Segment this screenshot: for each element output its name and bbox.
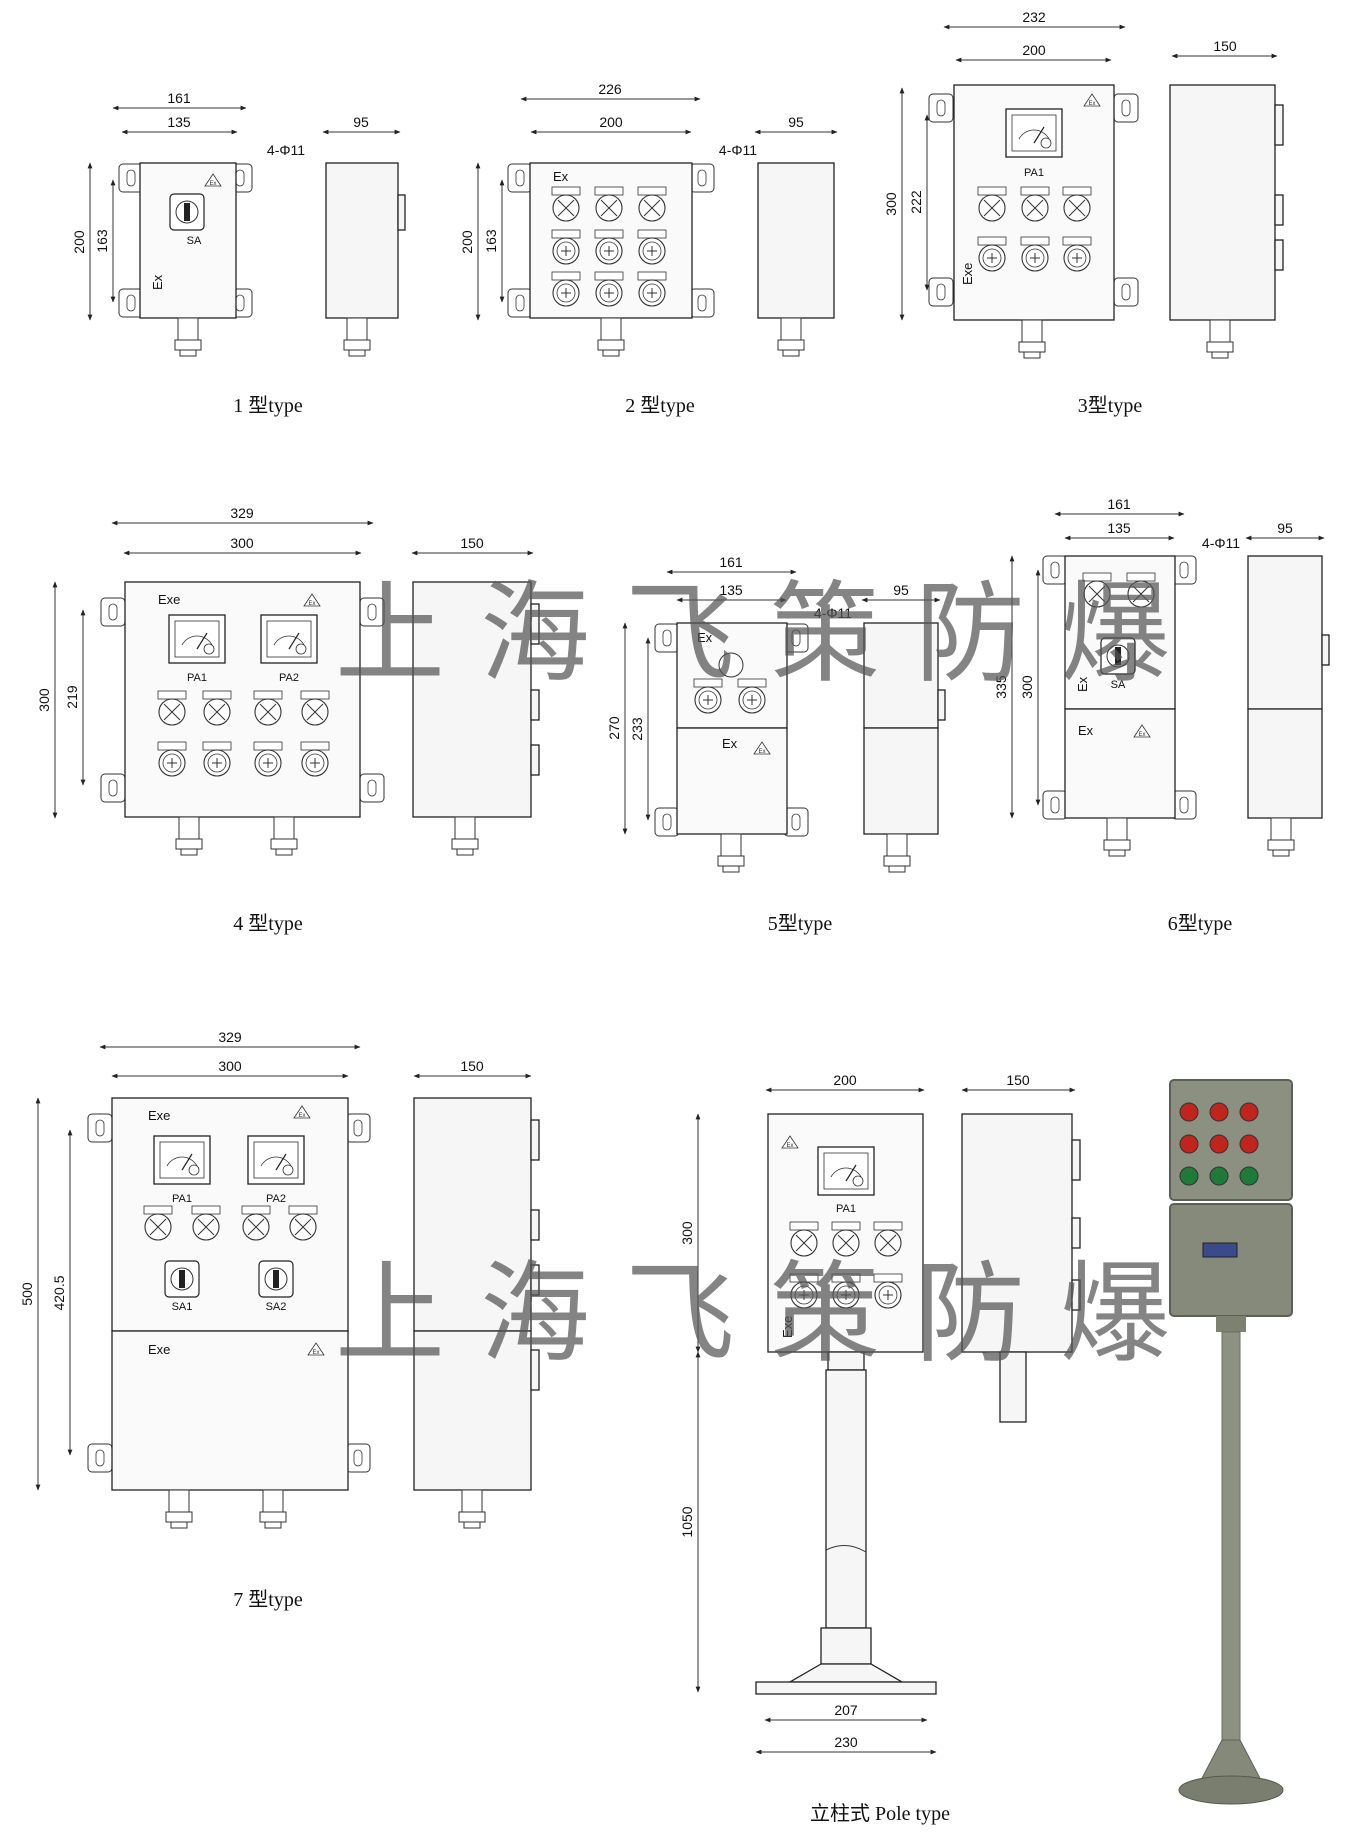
pole-label-exe: Exe xyxy=(780,1316,795,1338)
type-3-width-outer: 232 xyxy=(1022,9,1046,25)
pole-height: 1050 xyxy=(679,1506,695,1537)
type-7-height-inner: 420.5 xyxy=(51,1275,67,1310)
type-7-width-inner: 300 xyxy=(218,1058,242,1074)
type-1-width-outer: 161 xyxy=(167,90,191,106)
type-7-caption: 7 型type xyxy=(233,1588,303,1611)
product-photo xyxy=(1169,1079,1293,1805)
type-4-width-outer: 329 xyxy=(230,505,254,521)
type-2-width-outer: 226 xyxy=(598,81,622,97)
pole-label-pa1: PA1 xyxy=(836,1203,856,1215)
type-7-label-exe-top: Exe xyxy=(148,1108,170,1123)
type-1-height-outer: 200 xyxy=(71,230,87,254)
type-5-width-outer: 161 xyxy=(719,554,743,570)
type-3-depth: 150 xyxy=(1213,38,1237,54)
type-1-height-inner: 163 xyxy=(94,229,110,253)
type-2-holes: 4-Φ11 xyxy=(719,142,757,158)
type-1-caption: 1 型type xyxy=(233,394,303,417)
pole-type-caption: 立柱式 Pole type xyxy=(810,1802,950,1825)
type-7-label-sa1: SA1 xyxy=(172,1301,193,1313)
type-3-caption: 3型type xyxy=(1078,394,1143,417)
type-6-depth: 95 xyxy=(1277,520,1293,536)
type-1-depth: 95 xyxy=(353,114,369,130)
type-5-label-ex-bottom: Ex xyxy=(722,736,738,751)
type-7-depth: 150 xyxy=(460,1058,484,1074)
type-6-label-sa: SA xyxy=(1111,679,1126,691)
pole-base-inner: 207 xyxy=(834,1702,858,1718)
type-7-drawing: 329 300 500 420.5 Exe PA1 PA2 SA1 SA2 Ex… xyxy=(19,1029,540,1611)
type-4-label-pa1: PA1 xyxy=(187,672,207,684)
type-7-height-outer: 500 xyxy=(19,1282,35,1306)
type-3-drawing: 232 200 300 222 PA1 Exe 150 3型type xyxy=(883,9,1284,417)
type-5-width-inner: 135 xyxy=(719,582,743,598)
type-6-height-inner: 300 xyxy=(1019,675,1035,699)
type-4-caption: 4 型type xyxy=(233,912,303,935)
type-2-label-ex: Ex xyxy=(553,169,569,184)
type-2-caption: 2 型type xyxy=(625,394,695,417)
type-3-label-exe: Exe xyxy=(960,263,975,285)
type-3-label-pa1: PA1 xyxy=(1024,167,1044,179)
type-3-width-inner: 200 xyxy=(1022,42,1046,58)
type-6-drawing: 161 135 335 300 4-Φ11 SA Ex Ex 95 6型type xyxy=(993,496,1330,935)
type-7-label-pa2: PA2 xyxy=(266,1193,286,1205)
type-4-drawing: 329 300 300 219 Exe PA1 PA2 150 4 型type xyxy=(36,505,540,935)
type-4-height-outer: 300 xyxy=(36,688,52,712)
type-5-height-inner: 233 xyxy=(629,717,645,741)
watermark-row-2: 上 海 飞 策 防 爆 xyxy=(335,1250,1170,1378)
type-2-depth: 95 xyxy=(788,114,804,130)
watermark-row-1: 上 海 飞 策 防 爆 xyxy=(335,570,1170,698)
type-5-holes: 4-Φ11 xyxy=(814,605,852,621)
type-3-height-inner: 222 xyxy=(908,190,924,214)
type-4-depth: 150 xyxy=(460,535,484,551)
type-7-label-exe-bottom: Exe xyxy=(148,1342,170,1357)
type-3-height-outer: 300 xyxy=(883,192,899,216)
type-4-label-pa2: PA2 xyxy=(279,672,299,684)
type-5-depth: 95 xyxy=(893,582,909,598)
type-2-width-inner: 200 xyxy=(599,114,623,130)
pole-type-drawing: 200 150 300 1050 PA1 Exe 207 230 立柱式 Pol… xyxy=(679,1072,1081,1825)
type-2-drawing: 226 200 200 163 4-Φ11 Ex 95 2 型type xyxy=(459,81,838,417)
pole-width: 200 xyxy=(833,1072,857,1088)
type-7-label-pa1: PA1 xyxy=(172,1193,192,1205)
type-6-width-inner: 135 xyxy=(1107,520,1131,536)
type-1-width-inner: 135 xyxy=(167,114,191,130)
type-4-label-exe: Exe xyxy=(158,592,180,607)
type-6-width-outer: 161 xyxy=(1107,496,1131,512)
pole-depth: 150 xyxy=(1006,1072,1030,1088)
type-2-height-inner: 163 xyxy=(483,229,499,253)
type-5-caption: 5型type xyxy=(768,912,833,935)
type-5-drawing: 161 135 270 233 4-Φ11 Ex Ex 95 5型type xyxy=(606,554,946,935)
type-5-label-ex-top: Ex xyxy=(697,630,713,645)
type-1-holes: 4-Φ11 xyxy=(267,142,305,158)
type-7-label-sa2: SA2 xyxy=(266,1301,287,1313)
pole-box-height: 300 xyxy=(679,1221,695,1245)
type-6-holes: 4-Φ11 xyxy=(1202,535,1240,551)
type-6-label-ex-top: Ex xyxy=(1075,676,1090,692)
type-6-caption: 6型type xyxy=(1168,912,1233,935)
type-4-height-inner: 219 xyxy=(64,685,80,709)
pole-base-outer: 230 xyxy=(834,1734,858,1750)
type-2-height-outer: 200 xyxy=(459,230,475,254)
type-6-label-ex-bottom: Ex xyxy=(1078,723,1094,738)
type-4-width-inner: 300 xyxy=(230,535,254,551)
type-1-drawing: 161 135 200 163 4-Φ11 SA Ex 95 1 型type xyxy=(71,90,406,417)
type-7-width-outer: 329 xyxy=(218,1029,242,1045)
type-1-label-sa: SA xyxy=(187,235,202,247)
type-6-height-outer: 335 xyxy=(993,675,1009,699)
type-5-height-outer: 270 xyxy=(606,716,622,740)
type-1-label-ex: Ex xyxy=(150,274,165,290)
